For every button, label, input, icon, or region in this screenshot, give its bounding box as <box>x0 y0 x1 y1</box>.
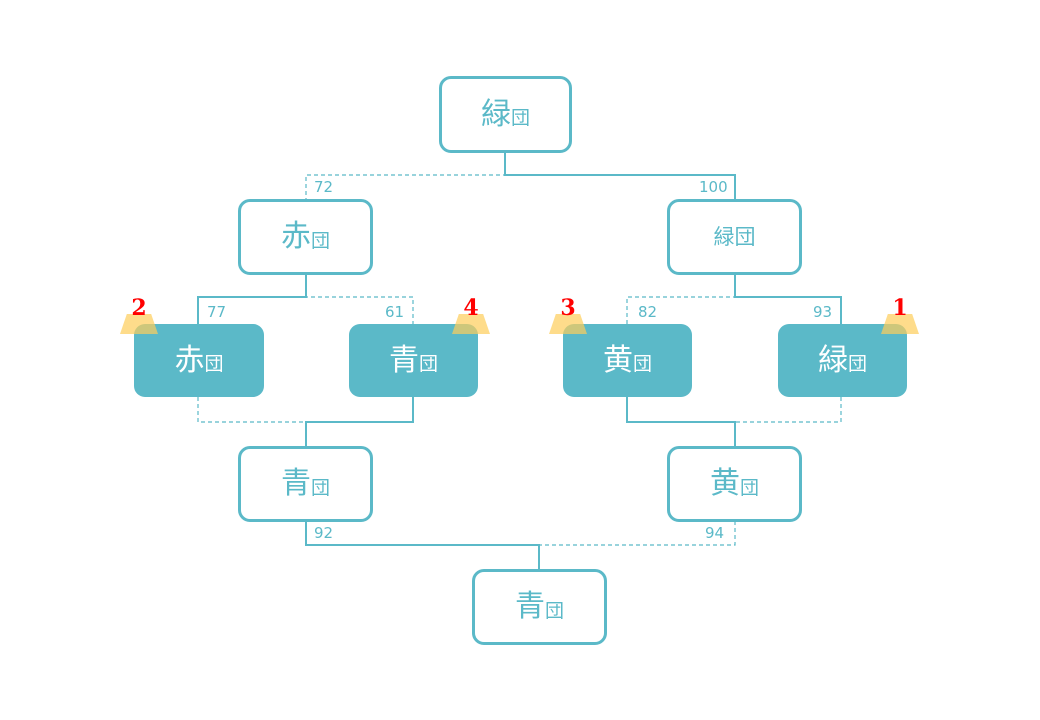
score-label: 72 <box>314 178 334 196</box>
score-label: 61 <box>385 303 405 321</box>
team-name: 黄 <box>709 466 740 501</box>
lower-left-box: 青団 <box>238 446 373 522</box>
team-suffix: 団 <box>847 353 867 375</box>
team-box-yellow: 黄団 <box>563 324 692 397</box>
team-name: 青 <box>514 589 545 624</box>
line-lower-left-winner <box>305 397 414 446</box>
score-label: 77 <box>207 303 227 321</box>
score-label: 92 <box>314 524 334 542</box>
line-lower-final-loser <box>539 521 736 546</box>
line-right-semi-loser <box>626 274 736 324</box>
line-lower-right-winner <box>626 397 736 446</box>
lower-winner-box: 青団 <box>472 569 607 645</box>
team-name: 黄 <box>602 342 633 378</box>
rank-badge: 2 <box>120 295 158 334</box>
line-lower-left-loser <box>197 397 306 423</box>
team-suffix: 団 <box>310 229 330 252</box>
rank-badge: 1 <box>881 295 919 334</box>
badge-base-icon <box>120 314 158 334</box>
badge-base-icon <box>549 314 587 334</box>
team-name: 緑 <box>480 96 511 132</box>
team-name: 青 <box>280 466 311 501</box>
line-lower-final-winner <box>305 521 540 569</box>
team-name: 赤 <box>174 342 205 378</box>
score-label: 94 <box>705 524 725 542</box>
lower-right-box: 黄団 <box>667 446 802 522</box>
line-final-winner <box>504 152 736 199</box>
rank-number: 2 <box>131 295 147 321</box>
badge-base-icon <box>881 314 919 334</box>
team-suffix: 団 <box>204 353 224 375</box>
upper-final-left-box: 赤団 <box>238 199 373 275</box>
team-suffix: 団 <box>632 353 652 375</box>
team-suffix: 団 <box>418 353 438 375</box>
score-label: 100 <box>699 178 728 196</box>
team-box-green: 緑団 <box>778 324 907 397</box>
upper-final-right-box: 緑団 <box>667 199 802 275</box>
line-left-semi-winner <box>197 274 307 324</box>
team-suffix: 団 <box>544 599 564 622</box>
rank-badge: 4 <box>452 295 490 334</box>
team-suffix: 団 <box>310 476 330 499</box>
team-name: 青 <box>388 342 419 378</box>
team-suffix: 団 <box>739 476 759 499</box>
team-name: 赤 <box>280 219 311 254</box>
rank-number: 4 <box>463 295 479 321</box>
rank-number: 1 <box>892 295 908 321</box>
line-final-loser <box>305 152 506 199</box>
team-box-blue: 青団 <box>349 324 478 397</box>
rank-badge: 3 <box>549 295 587 334</box>
team-name: 緑 <box>817 342 848 378</box>
line-lower-right-loser <box>735 397 842 423</box>
team-suffix: 団 <box>510 107 530 129</box>
score-label: 93 <box>813 303 833 321</box>
rank-number: 3 <box>560 295 576 321</box>
line-left-semi-loser <box>305 274 414 324</box>
champion-box: 緑団 <box>439 76 572 153</box>
team-box-red: 赤団 <box>134 324 264 397</box>
badge-base-icon <box>452 314 490 334</box>
line-right-semi-winner <box>734 274 842 324</box>
score-label: 82 <box>638 303 658 321</box>
team-name: 緑団 <box>713 224 756 249</box>
